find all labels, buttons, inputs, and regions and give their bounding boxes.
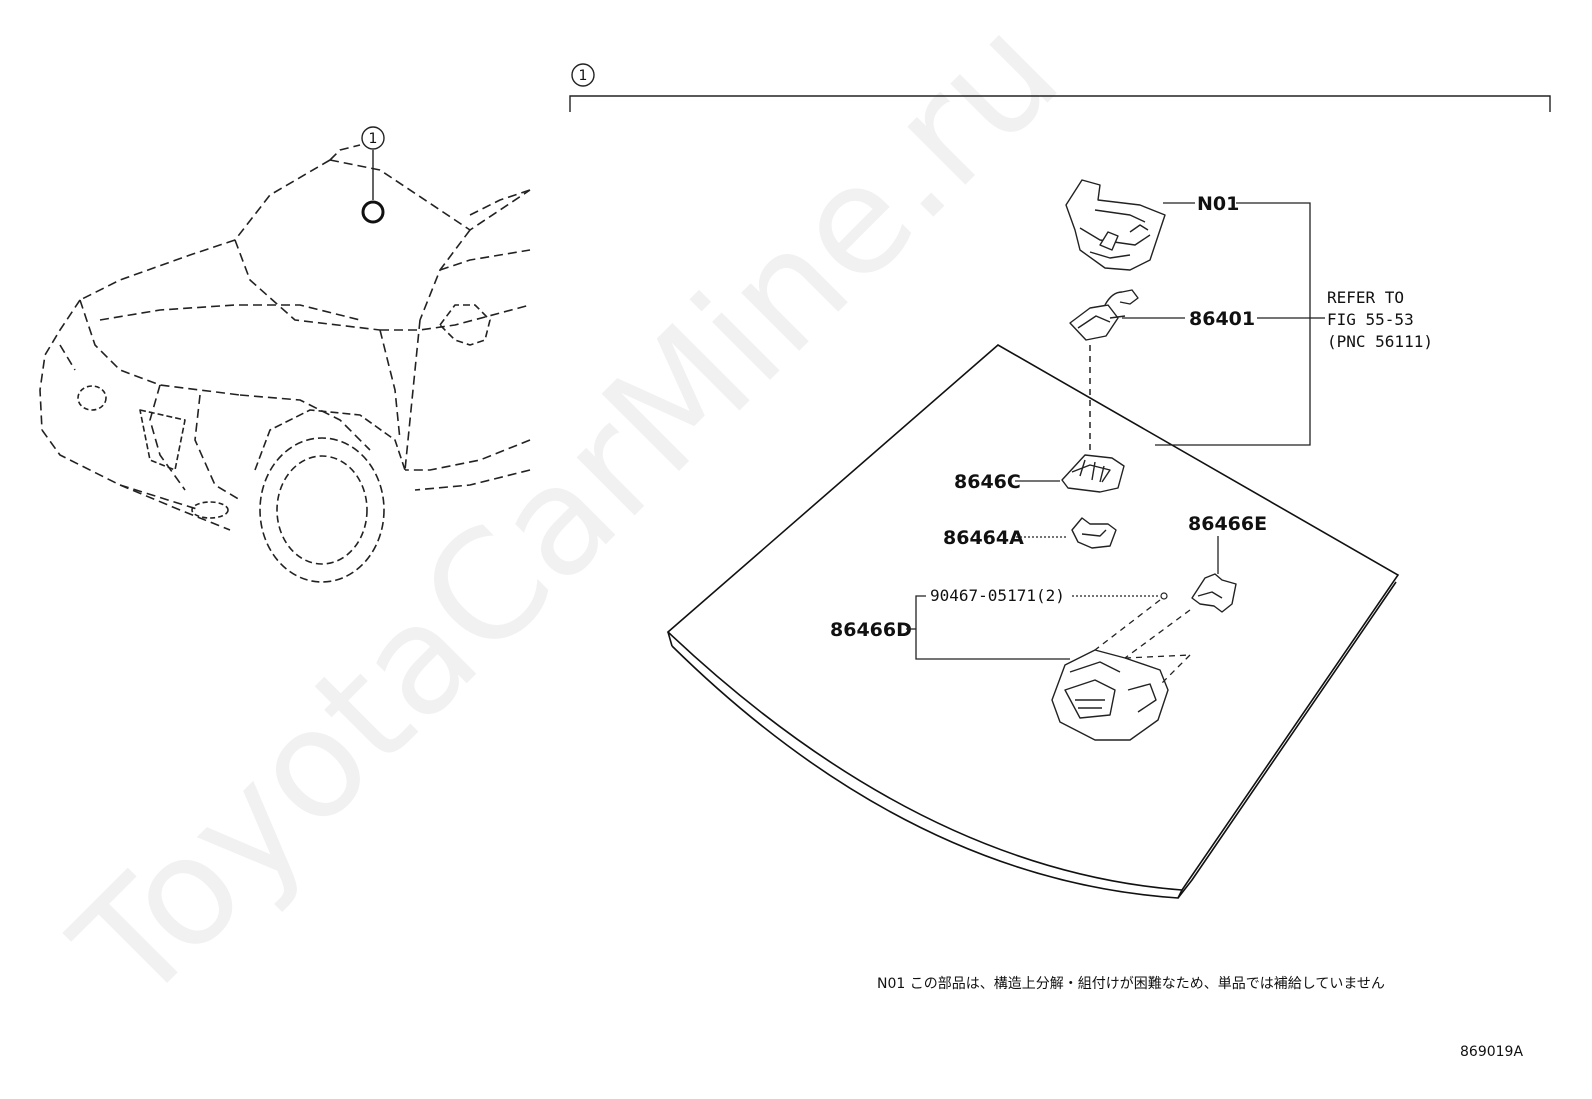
refer-line-2: FIG 55-53 [1327, 310, 1414, 329]
part-86466e-drawing [1191, 573, 1237, 613]
part-86466d-drawing [1051, 649, 1169, 741]
assembly-lines-86466 [1094, 599, 1191, 686]
part-86464a-drawing [1071, 517, 1117, 549]
part-8646c-label: 8646C [954, 471, 1060, 493]
label-n01: N01 [1197, 193, 1239, 215]
figure-code: 869019A [1460, 1044, 1523, 1060]
label-86466e: 86466E [1188, 513, 1267, 535]
refer-line-1: REFER TO [1327, 288, 1404, 307]
part-86466d-label: 86466D [830, 595, 1070, 660]
windshield-glass [666, 344, 1400, 899]
assembly-callout-number: 1 [579, 68, 588, 84]
part-8646c-drawing [1061, 454, 1125, 493]
label-90467: 90467-05171(2) [930, 586, 1065, 605]
label-8646c: 8646C [954, 471, 1021, 493]
refer-line-3: (PNC 56111) [1327, 332, 1433, 351]
label-86466d: 86466D [830, 619, 912, 641]
label-86464a: 86464A [943, 527, 1024, 549]
vehicle-callout-number: 1 [369, 131, 378, 147]
part-n01-label: N01 [1163, 193, 1239, 215]
part-90467-label: 90467-05171(2) [930, 586, 1168, 605]
refer-note: REFER TO FIG 55-53 (PNC 56111) [1327, 288, 1433, 351]
part-86464a-label: 86464A [943, 527, 1068, 549]
assembly-callout: 1 [569, 63, 1551, 112]
vehicle-illustration [39, 144, 531, 583]
part-n01-drawing [1065, 179, 1166, 271]
refer-bracket [1155, 202, 1325, 446]
part-86401-label: 86401 [1122, 308, 1310, 330]
part-86401-drawing [1069, 289, 1139, 341]
part-86466e-label: 86466E [1188, 513, 1267, 574]
label-86401: 86401 [1189, 308, 1255, 330]
footnote: N01 この部品は、構造上分解・組付けが困難なため、単品では補給していません [877, 976, 1385, 992]
vehicle-callout: 1 [361, 126, 385, 224]
